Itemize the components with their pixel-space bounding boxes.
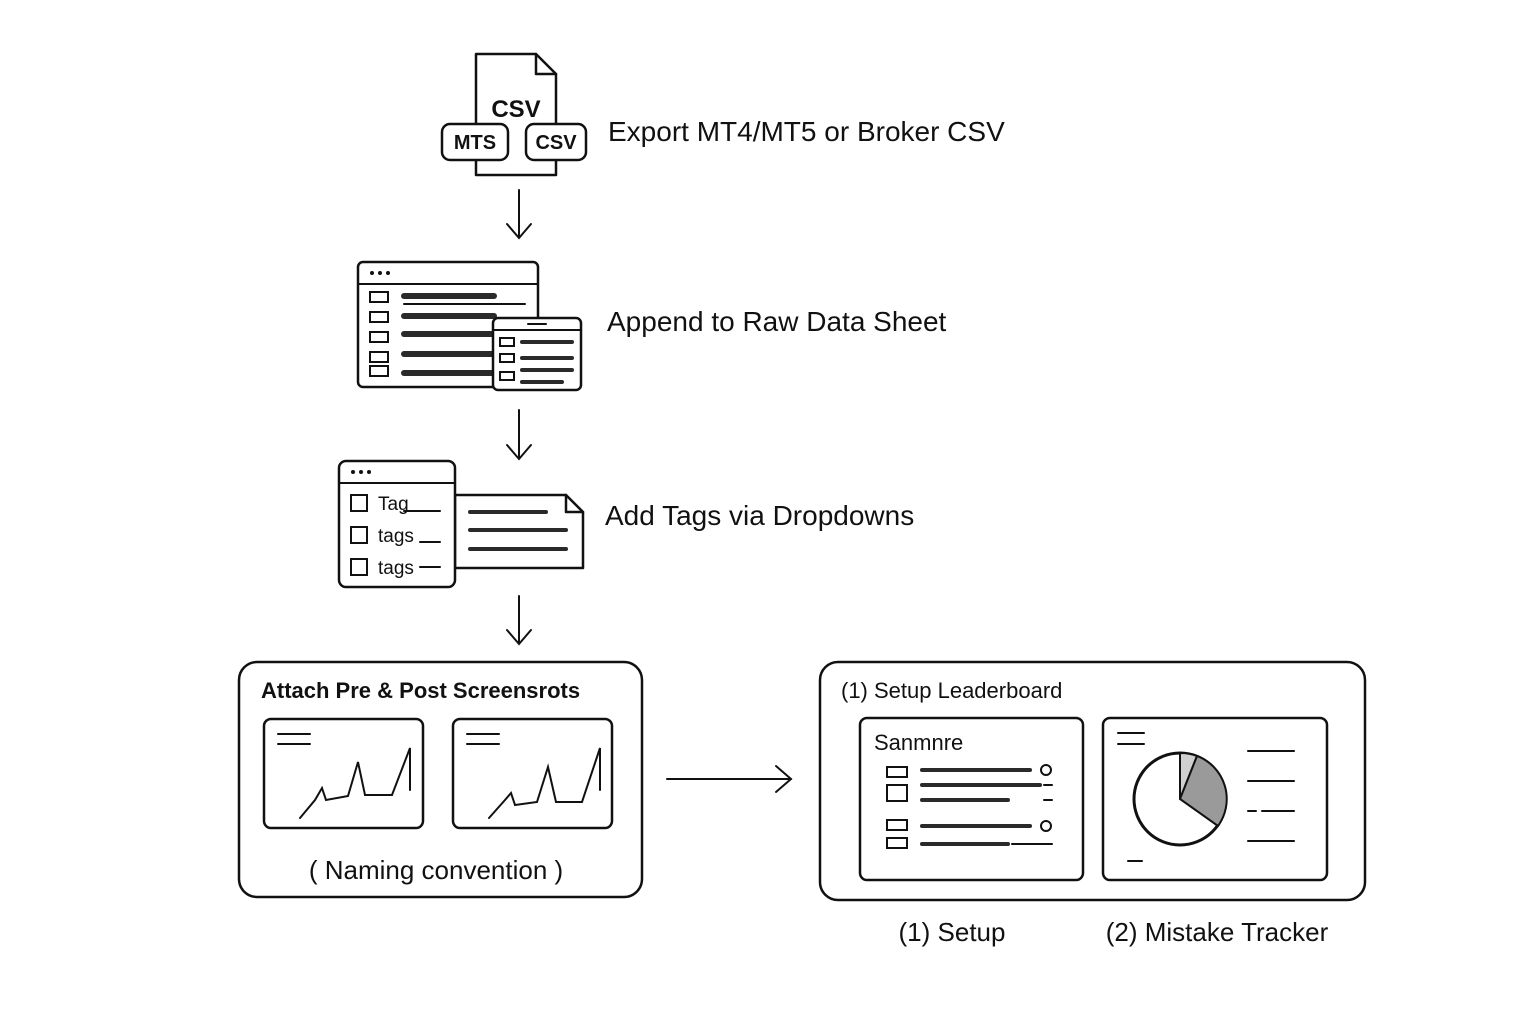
pre-screenshot-thumbnail	[262, 717, 425, 830]
dashboards-box-title: (1) Setup Leaderboard	[841, 678, 1062, 703]
mts-badge	[440, 122, 510, 162]
tag-item-3: tags	[378, 558, 414, 579]
step-1-label: Export MT4/MT5 or Broker CSV	[608, 116, 1005, 147]
mts-badge-text: MTS	[454, 132, 496, 154]
pie-chart-icon	[1132, 751, 1228, 847]
leaderboard-panel-title: Sanmnre	[874, 730, 963, 755]
csv-badge-text: CSV	[535, 132, 577, 154]
mistake-tracker-panel	[1101, 716, 1329, 882]
step-2-label: Append to Raw Data Sheet	[607, 306, 947, 337]
csv-file-text: CSV	[491, 96, 540, 123]
arrow-down-icon	[506, 189, 532, 240]
screenshots-box: Attach Pre & Post Screensrots ( Naming c…	[237, 660, 644, 899]
arrow-down-icon	[506, 595, 532, 646]
tag-dropdown-icon: Tag tags tags	[337, 459, 585, 589]
csv-file-icon: CSV MTS CSV	[440, 52, 588, 177]
setup-leaderboard-panel: Sanmnre	[858, 716, 1085, 882]
csv-badge	[524, 122, 588, 162]
tag-item-1: Tag	[378, 494, 409, 515]
setup-caption: (1) Setup	[899, 917, 1006, 947]
naming-convention-caption: ( Naming convention )	[309, 855, 563, 885]
spreadsheet-icon	[356, 260, 583, 392]
mistake-tracker-caption: (2) Mistake Tracker	[1106, 917, 1329, 947]
post-screenshot-thumbnail	[451, 717, 614, 830]
screenshots-box-title: Attach Pre & Post Screensrots	[261, 678, 580, 703]
tag-item-2: tags	[378, 526, 414, 547]
dashboards-box: (1) Setup Leaderboard Sanmnre	[818, 660, 1367, 902]
arrow-down-icon	[506, 409, 532, 461]
step-3-label: Add Tags via Dropdowns	[605, 500, 914, 531]
arrow-right-icon	[666, 765, 793, 793]
